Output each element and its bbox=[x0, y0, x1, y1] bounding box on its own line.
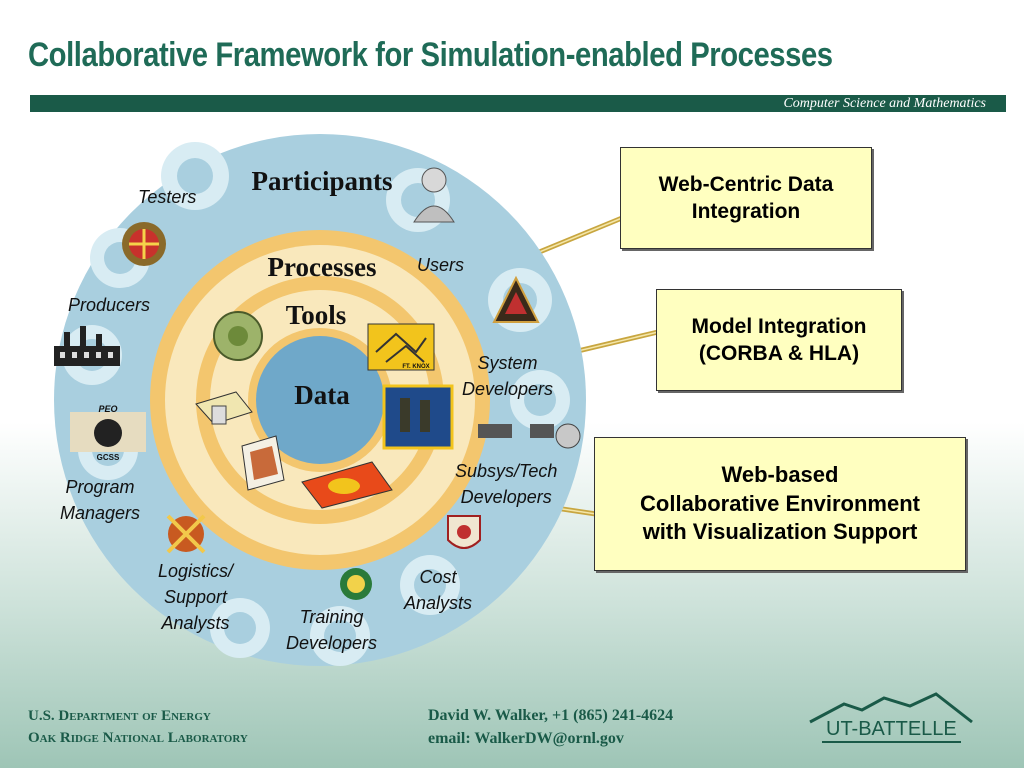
box-line: Web-Centric Data bbox=[658, 172, 834, 196]
training-developers-label: Training Developers bbox=[286, 604, 377, 656]
testers-label: Testers bbox=[138, 187, 197, 207]
label-line: Program bbox=[65, 477, 135, 497]
tools-label: Tools bbox=[286, 300, 347, 330]
system-developers-emblem-icon bbox=[492, 275, 540, 323]
tank-sketch-icon bbox=[195, 391, 253, 425]
box-line: Integration bbox=[691, 200, 801, 223]
label-line: Subsys/Tech bbox=[455, 461, 558, 481]
doe-text: U.S. Department of Energy bbox=[28, 708, 211, 724]
banner-text: Computer Science and Mathematics bbox=[783, 96, 986, 111]
model-integration-box: Model Integration (CORBA & HLA) bbox=[656, 289, 902, 391]
contact-email: email: WalkerDW@ornl.gov bbox=[428, 730, 624, 748]
ut-battelle-logo: UT-BATTELLE bbox=[822, 718, 961, 743]
box-line: (CORBA & HLA) bbox=[698, 342, 860, 365]
cost-analysts-emblem-icon bbox=[447, 515, 481, 549]
footer-organization: U.S. Department of Energy Oak Ridge Nati… bbox=[28, 706, 248, 750]
footer-contact: David W. Walker, +1 (865) 241-4624 email… bbox=[428, 704, 673, 750]
box-line: Collaborative Environment bbox=[640, 490, 920, 516]
box-line: with Visualization Support bbox=[642, 519, 918, 545]
producers-label: Producers bbox=[68, 295, 151, 315]
label-line: Developers bbox=[460, 487, 552, 508]
label-line: Cost bbox=[419, 567, 457, 587]
label-line: System bbox=[477, 353, 538, 373]
label-line: Support bbox=[164, 587, 228, 608]
label-line: Logistics/ bbox=[158, 561, 234, 581]
system-developers-label: System Developers bbox=[462, 350, 553, 402]
box-line: Web-based bbox=[721, 462, 839, 488]
ft-knox-network-icon: FT. KNOX bbox=[367, 323, 435, 371]
data-core bbox=[256, 336, 384, 464]
logistics-analysts-label: Logistics/ Support Analysts bbox=[158, 558, 233, 636]
book-model-icon bbox=[241, 435, 285, 491]
visualization-lab-icon bbox=[382, 384, 454, 450]
cost-analysts-label: Cost Analysts bbox=[404, 564, 472, 616]
label-line: Developers bbox=[286, 633, 378, 654]
producers-factory-icon bbox=[54, 326, 120, 366]
label-line: Training bbox=[299, 607, 364, 627]
gcss-text: GCSS bbox=[97, 453, 120, 462]
processes-label: Processes bbox=[268, 252, 377, 282]
peo-gcss-emblem-icon: PEO GCSS bbox=[70, 404, 146, 462]
ft-knox-text: FT. KNOX bbox=[402, 364, 429, 370]
thermal-vehicle-icon bbox=[301, 461, 393, 509]
collaborative-environment-box: Web-based Collaborative Environment with… bbox=[594, 437, 966, 571]
label-line: Analysts bbox=[404, 593, 473, 614]
title-banner: Computer Science and Mathematics bbox=[30, 95, 1006, 112]
ornl-text: Oak Ridge National Laboratory bbox=[28, 729, 248, 746]
terrain-map-icon bbox=[213, 311, 263, 361]
box-line: Model Integration bbox=[691, 314, 867, 338]
subsys-vehicles-icon bbox=[478, 423, 581, 449]
web-centric-data-box: Web-Centric Data Integration bbox=[620, 147, 872, 249]
label-line: Managers bbox=[60, 503, 141, 524]
contact-phone: David W. Walker, +1 (865) 241-4624 bbox=[428, 707, 674, 724]
users-label: Users bbox=[417, 255, 465, 275]
participants-label: Participants bbox=[252, 166, 393, 196]
program-managers-label: Program Managers bbox=[60, 474, 140, 526]
mountain-logo-icon bbox=[809, 692, 973, 724]
users-soldier-icon bbox=[413, 167, 455, 223]
peo-text: PEO bbox=[98, 404, 117, 414]
testers-emblem-icon bbox=[122, 222, 166, 266]
page-title: Collaborative Framework for Simulation-e… bbox=[28, 36, 833, 74]
logistics-cannons-icon bbox=[166, 514, 206, 554]
label-line: Developers bbox=[462, 379, 554, 400]
subsys-developers-label: Subsys/Tech Developers bbox=[455, 458, 557, 510]
training-developers-emblem-icon bbox=[340, 568, 372, 600]
data-label: Data bbox=[294, 380, 350, 410]
label-line: Analysts bbox=[161, 613, 230, 634]
